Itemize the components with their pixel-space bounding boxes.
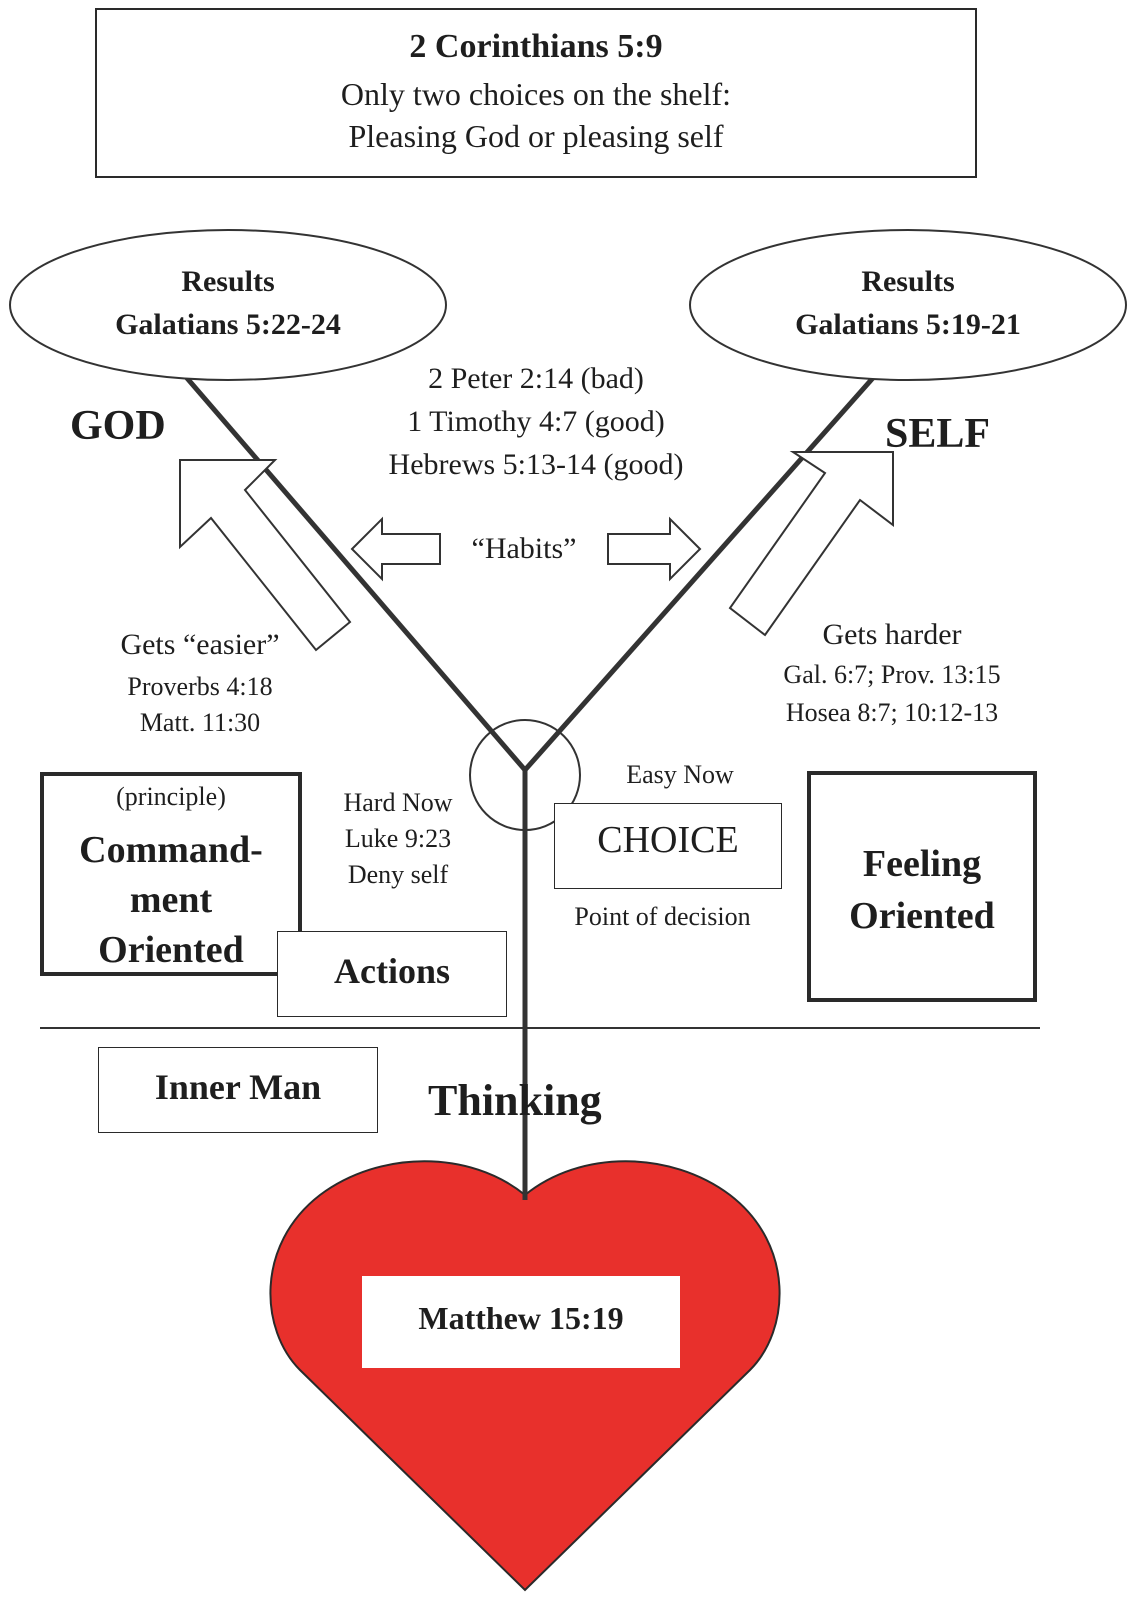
commandment-line-1: Command- (79, 829, 263, 871)
heart-reference: Matthew 15:19 (418, 1300, 624, 1336)
left-path-ref-2: Matt. 11:30 (139, 708, 261, 737)
commandment-line-2: ment (129, 879, 213, 921)
header-line-1: Only two choices on the shelf: (340, 76, 732, 112)
feeling-line-1: Feeling (862, 843, 982, 885)
commandment-line-3: Oriented (98, 929, 244, 971)
decision-circle (469, 719, 581, 831)
feeling-line-2: Oriented (849, 895, 995, 937)
right-results-label: Results (861, 265, 955, 298)
feeling-oriented-box (807, 771, 1037, 1002)
principle-label: (principle) (116, 782, 226, 811)
self-label: SELF (885, 411, 991, 457)
left-results-label: Results (181, 265, 275, 298)
habit-reference-2: 1 Timothy 4:7 (good) (407, 405, 665, 438)
right-results-ellipse (689, 229, 1127, 381)
right-path-title: Gets harder (822, 618, 962, 651)
habit-reference-1: 2 Peter 2:14 (bad) (428, 362, 644, 395)
left-results-reference: Galatians 5:22-24 (115, 308, 341, 341)
commandment-oriented-box (40, 772, 302, 976)
right-results-reference: Galatians 5:19-21 (795, 308, 1021, 341)
heart-shape (269, 1160, 781, 1592)
inner-man-box (98, 1047, 378, 1133)
heart-reference-box (362, 1276, 680, 1368)
habit-reference-3: Hebrews 5:13-14 (good) (388, 448, 684, 481)
habits-left-arrow-icon (350, 516, 441, 582)
left-path-title: Gets “easier” (120, 628, 280, 661)
god-path-line (178, 368, 527, 772)
hard-now-note: Deny self (347, 860, 449, 889)
right-path-ref-1: Gal. 6:7; Prov. 13:15 (783, 660, 1001, 689)
habits-right-arrow-icon (607, 516, 702, 582)
actions-label: Actions (334, 951, 450, 991)
header-line-2: Pleasing God or pleasing self (348, 118, 724, 154)
actions-box (277, 931, 507, 1017)
choice-box (554, 803, 782, 889)
choice-label: CHOICE (597, 819, 739, 861)
easy-now-label: Easy Now (626, 760, 734, 789)
right-path-ref-2: Hosea 8:7; 10:12-13 (785, 698, 999, 727)
habits-label: “Habits” (471, 532, 577, 565)
left-path-ref-1: Proverbs 4:18 (127, 672, 273, 701)
hard-now-ref: Luke 9:23 (344, 824, 452, 853)
left-results-ellipse (9, 229, 447, 381)
self-path-line (523, 368, 882, 772)
god-label: GOD (70, 403, 166, 449)
god-direction-arrow-icon (179, 459, 352, 652)
header-box (95, 8, 977, 178)
inner-man-label: Inner Man (154, 1067, 322, 1107)
point-of-decision-label: Point of decision (574, 902, 751, 931)
header-reference: 2 Corinthians 5:9 (409, 28, 663, 65)
self-direction-arrow-icon (728, 451, 894, 637)
hard-now-label: Hard Now (343, 788, 453, 817)
thinking-label: Thinking (428, 1076, 602, 1125)
